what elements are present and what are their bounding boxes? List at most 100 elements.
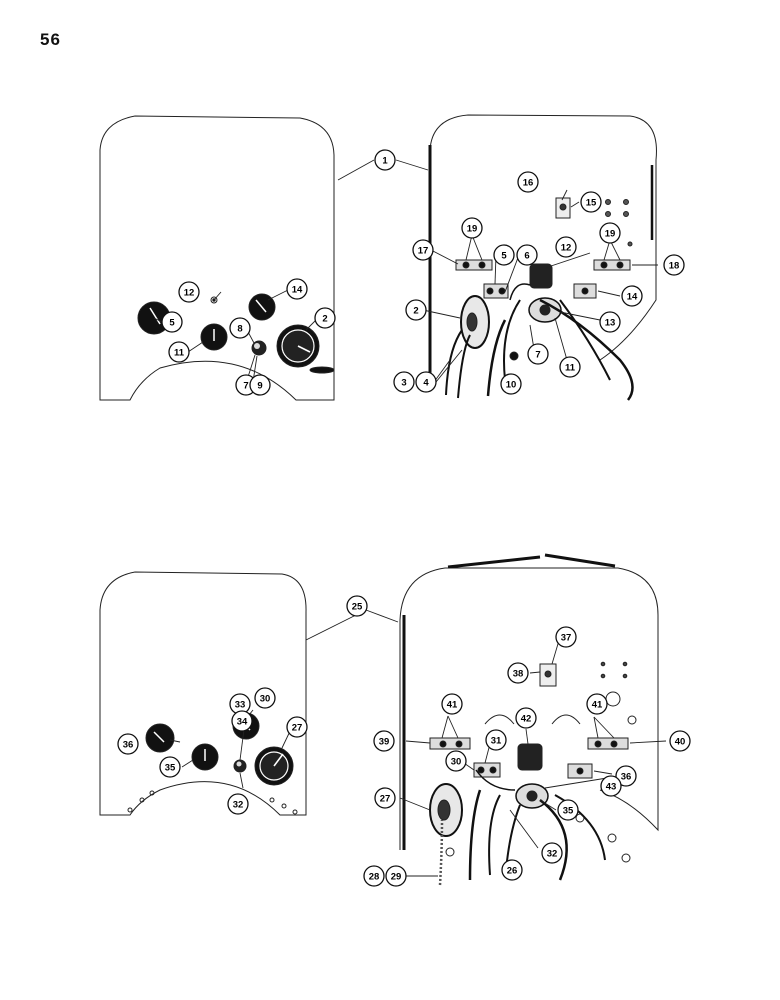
callout-15: 15 [580, 191, 602, 213]
grommet-10 [509, 351, 519, 361]
callout-bubble [346, 595, 368, 617]
nameplate [309, 366, 335, 374]
callout-number: 29 [391, 871, 402, 882]
callout-5: 5 [161, 311, 183, 333]
callout-bubble [515, 707, 537, 729]
callout-number: 3 [401, 377, 406, 388]
callout-27: 27 [286, 716, 308, 738]
callout-number: 5 [169, 317, 175, 328]
callout-number: 33 [235, 699, 246, 710]
callout-bubble [393, 371, 415, 393]
callout-number: 13 [605, 317, 616, 328]
callout-38: 38 [507, 662, 529, 684]
callout-number: 41 [447, 699, 458, 710]
callout-bubble [286, 278, 308, 300]
rear-gauge-42-body [517, 743, 543, 771]
callout-bubble [231, 710, 253, 732]
callout-number: 11 [565, 362, 576, 373]
callout-34: 34 [231, 710, 253, 732]
callout-bubble [600, 775, 622, 797]
callout-bubble [178, 281, 200, 303]
callout-number: 19 [605, 228, 616, 239]
page-number: 56 [40, 30, 61, 49]
callout-2: 2 [314, 307, 336, 329]
callout-bubble [161, 311, 183, 333]
callout-number: 28 [369, 871, 380, 882]
callout-31: 31 [485, 729, 507, 751]
callout-14: 14 [621, 285, 643, 307]
callout-number: 43 [606, 781, 617, 792]
callout-bubble [385, 865, 407, 887]
callout-number: 4 [423, 377, 429, 388]
callout-32: 32 [541, 842, 563, 864]
callout-number: 8 [237, 323, 242, 334]
callout-number: 39 [379, 736, 390, 747]
callout-number: 7 [243, 380, 248, 391]
callout-bubble [669, 730, 691, 752]
callout-bubble [168, 341, 190, 363]
callout-10: 10 [500, 373, 522, 395]
callout-number: 2 [322, 313, 327, 324]
callout-35: 35 [557, 799, 579, 821]
callout-bubble [516, 244, 538, 266]
callout-11: 11 [559, 356, 581, 378]
callout-number: 36 [621, 771, 632, 782]
callout-30: 30 [445, 750, 467, 772]
callout-41: 41 [586, 693, 608, 715]
callout-number: 1 [382, 155, 388, 166]
callout-number: 37 [561, 632, 572, 643]
callout-bubble [559, 356, 581, 378]
callout-18: 18 [663, 254, 685, 276]
callout-bubble [615, 765, 637, 787]
callout-9: 9 [249, 374, 271, 396]
callout-bubble [461, 217, 483, 239]
callout-bubble [527, 343, 549, 365]
callout-bubble [445, 750, 467, 772]
callout-4: 4 [415, 371, 437, 393]
callout-bubble [586, 693, 608, 715]
callout-bubble [663, 254, 685, 276]
callout-bubble [159, 756, 181, 778]
callout-40: 40 [669, 730, 691, 752]
callout-bubble [286, 716, 308, 738]
callout-bubble [485, 729, 507, 751]
callout-6: 6 [516, 244, 538, 266]
callout-bubble [374, 149, 396, 171]
callout-number: 14 [292, 284, 303, 295]
callout-number: 17 [418, 245, 429, 256]
callout-bubble [373, 730, 395, 752]
callout-bubble [117, 733, 139, 755]
callout-bubble [621, 285, 643, 307]
callout-bubble [555, 236, 577, 258]
callout-number: 2 [413, 305, 418, 316]
callout-number: 27 [380, 793, 391, 804]
lower-front-panel [99, 571, 307, 816]
upper-rear-panel [428, 114, 657, 401]
callout-number: 27 [292, 722, 303, 733]
callout-bubble [405, 299, 427, 321]
callout-bubble [415, 371, 437, 393]
callout-27: 27 [374, 787, 396, 809]
upper-front-panel [99, 115, 335, 401]
callout-bubble [517, 171, 539, 193]
callout-bubble [555, 626, 577, 648]
callout-bubble [441, 693, 463, 715]
callout-number: 40 [675, 736, 686, 747]
callout-number: 11 [174, 347, 185, 358]
callout-number: 42 [521, 713, 532, 724]
callout-number: 34 [237, 716, 248, 727]
callout-bubble [599, 222, 621, 244]
callout-number: 32 [233, 799, 244, 810]
bracket-40 [587, 737, 629, 750]
callout-12: 12 [178, 281, 200, 303]
callout-bubble [254, 687, 276, 709]
callout-12: 12 [555, 236, 577, 258]
callout-bubble [500, 373, 522, 395]
callout-number: 12 [184, 287, 195, 298]
callout-3: 3 [393, 371, 415, 393]
callout-bubble [557, 799, 579, 821]
callout-number: 30 [451, 756, 462, 767]
callout-bubble [363, 865, 385, 887]
callout-number: 15 [586, 197, 597, 208]
